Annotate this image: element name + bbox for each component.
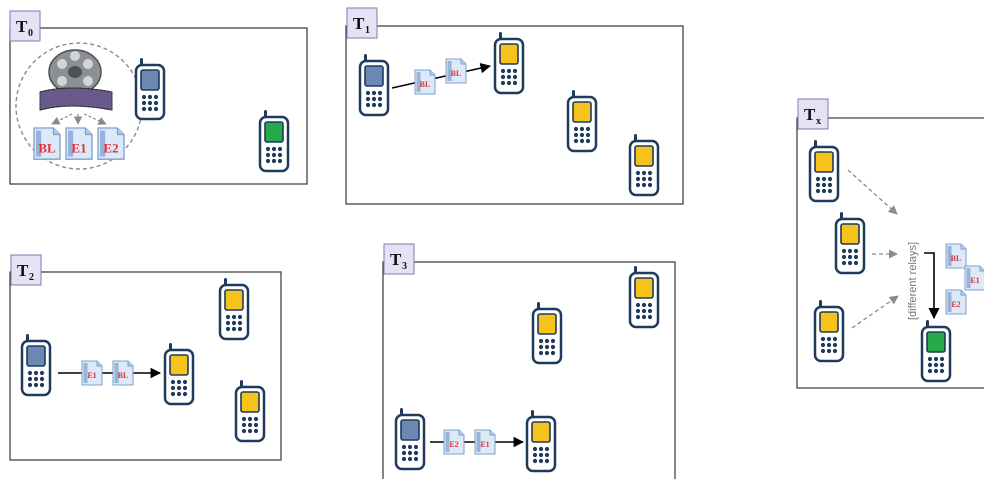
relay-phone-icon	[493, 30, 525, 95]
file-e1-icon: E1	[81, 360, 103, 386]
panel-t1-label-sub: 1	[365, 25, 370, 36]
panel-t0-label-main: T	[16, 17, 28, 36]
panel-t3-label: T 3	[383, 243, 415, 275]
svg-text:E1: E1	[87, 371, 96, 380]
destination-phone-icon	[920, 318, 952, 383]
transfer-arrow	[391, 62, 492, 89]
panel-tx-label-main: T	[804, 105, 816, 124]
source-phone-icon	[358, 52, 390, 117]
file-bl-icon: BL	[112, 360, 134, 386]
relay-phone-icon	[813, 298, 845, 363]
file-e1-icon: E1	[65, 127, 93, 160]
panel-t3-label-sub: 3	[402, 261, 407, 272]
split-arrows	[51, 113, 107, 125]
panel-t2-label-main: T	[17, 261, 29, 280]
panel-t2-label: T 2	[10, 254, 42, 286]
svg-text:E2: E2	[951, 300, 960, 309]
svg-text:E1: E1	[71, 141, 86, 156]
relay-phone-icon	[808, 138, 840, 203]
relay-phone-icon	[525, 408, 557, 473]
svg-text:E1: E1	[970, 276, 979, 285]
svg-text:E2: E2	[449, 440, 458, 449]
relay-phone-icon	[531, 300, 563, 365]
file-e2-icon: E2	[945, 289, 967, 315]
panel-t0: T 0 BL E1	[9, 10, 308, 185]
file-bl-icon: BL	[445, 58, 467, 84]
relay-phone-icon	[163, 341, 195, 406]
transfer-arrow	[924, 252, 940, 320]
film-reel-icon	[39, 49, 113, 111]
svg-text:BL: BL	[951, 254, 962, 263]
file-e1-icon: E1	[964, 265, 984, 291]
panel-t2-label-sub: 2	[29, 272, 34, 283]
panel-t2: T 2 E1 BL	[9, 254, 282, 461]
svg-text:BL: BL	[38, 141, 56, 156]
panel-t0-label-sub: 0	[28, 28, 33, 39]
relay-phone-icon	[834, 210, 866, 275]
relay-arrows	[847, 169, 899, 329]
panel-t3: T 3 E2 E1	[382, 243, 676, 479]
file-e2-icon: E2	[443, 429, 465, 455]
file-e1-icon: E1	[474, 429, 496, 455]
file-bl-icon: BL	[945, 243, 967, 269]
file-e2-icon: E2	[97, 127, 125, 160]
relay-phone-icon	[628, 264, 660, 329]
panel-t1: T 1 BL BL	[345, 7, 684, 205]
panel-tx-label: T x	[797, 98, 829, 130]
svg-text:BL: BL	[420, 80, 431, 89]
source-phone-icon	[134, 56, 166, 121]
panel-t1-label-main: T	[353, 14, 365, 33]
svg-text:E1: E1	[480, 440, 489, 449]
different-relays-label: [different relays]	[907, 242, 919, 320]
svg-text:BL: BL	[118, 371, 129, 380]
panel-t1-label: T 1	[346, 7, 378, 39]
file-bl-icon: BL	[414, 69, 436, 95]
relay-phone-icon	[566, 88, 598, 153]
relay-phone-icon	[234, 378, 266, 443]
source-phone-icon	[20, 332, 52, 397]
panel-t0-label: T 0	[9, 10, 41, 42]
relay-phone-icon	[628, 132, 660, 197]
relay-phone-icon	[218, 276, 250, 341]
source-phone-icon	[394, 406, 426, 471]
svg-text:BL: BL	[451, 69, 462, 78]
file-bl-icon: BL	[33, 127, 61, 160]
destination-phone-icon	[258, 108, 290, 173]
panel-tx: T x [different relays] BL E1 E2	[796, 98, 984, 389]
panel-t3-label-main: T	[390, 250, 402, 269]
svg-text:E2: E2	[103, 141, 118, 156]
panel-tx-label-sub: x	[816, 116, 821, 127]
